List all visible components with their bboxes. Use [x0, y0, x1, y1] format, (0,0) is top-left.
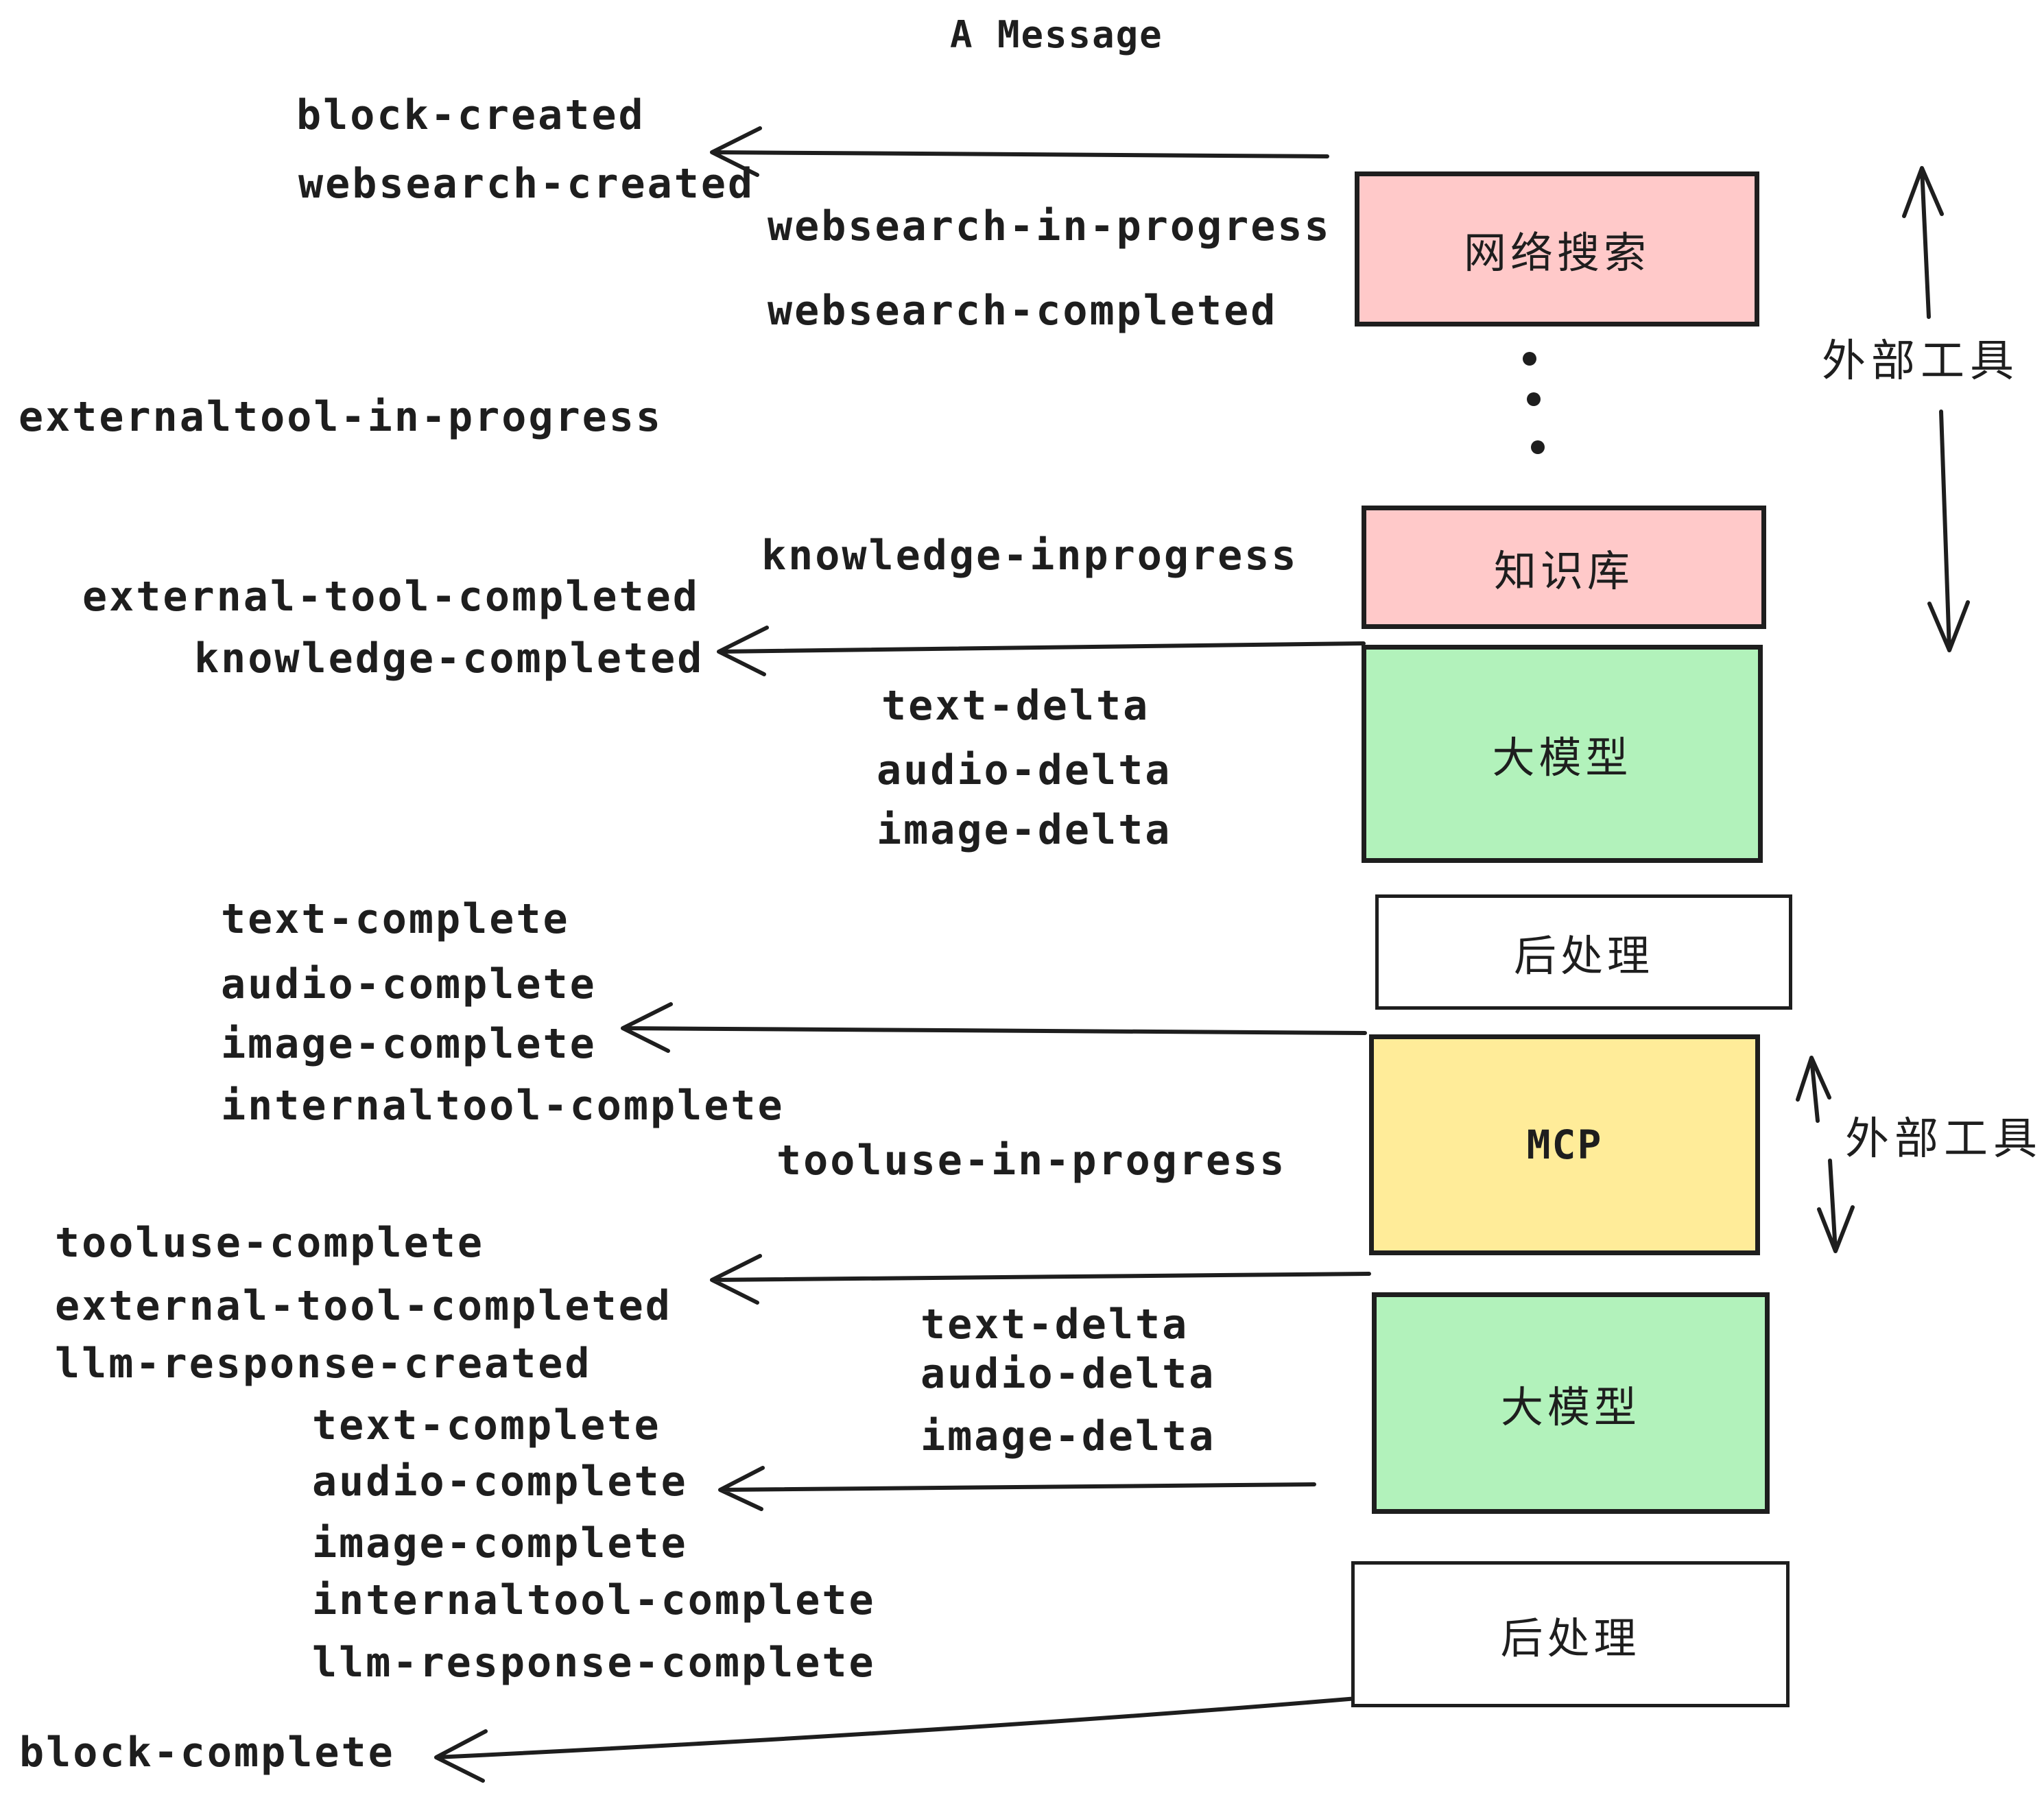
event-external-tool-completed: external-tool-completed — [82, 573, 700, 621]
event-audio-delta-2: audio-delta — [920, 1350, 1216, 1398]
box-post-1-label: 后处理 — [1513, 933, 1654, 980]
arrow-llm2-to-audio-complete — [718, 1466, 1316, 1511]
event-tooluse-complete: tooluse-complete — [55, 1219, 484, 1267]
box-post-2: 后处理 — [1351, 1561, 1790, 1707]
event-image-delta-2: image-delta — [920, 1412, 1216, 1460]
ellipsis-dot — [1527, 392, 1541, 406]
event-websearch-completed: websearch-completed — [768, 287, 1278, 335]
event-text-complete-2: text-complete — [312, 1401, 661, 1449]
event-block-created: block-created — [296, 91, 645, 139]
box-websearch-label: 网络搜索 — [1463, 230, 1650, 277]
box-knowledge-label: 知识库 — [1493, 548, 1634, 595]
event-audio-complete: audio-complete — [221, 960, 597, 1008]
event-block-complete: block-complete — [19, 1729, 395, 1777]
event-audio-complete-2: audio-complete — [312, 1458, 688, 1506]
diagram-title: A Message — [950, 13, 1163, 56]
box-websearch: 网络搜索 — [1355, 171, 1759, 327]
box-llm-2-label: 大模型 — [1500, 1384, 1641, 1432]
event-text-delta-2: text-delta — [920, 1301, 1189, 1349]
event-websearch-in-progress: websearch-in-progress — [768, 202, 1331, 250]
event-llm-response-created: llm-response-created — [55, 1340, 592, 1388]
event-text-complete: text-complete — [221, 895, 570, 943]
external-tools-annotation-1: 外部工具 — [1822, 336, 2019, 385]
event-external-tool-completed-2: external-tool-completed — [55, 1282, 672, 1330]
box-knowledge: 知识库 — [1362, 506, 1766, 629]
arrow-mcp-to-image-complete — [621, 1002, 1367, 1053]
arrow-post2-to-block-complete — [434, 1696, 1367, 1783]
arrow-llm2-to-external-tool-completed — [710, 1254, 1371, 1305]
event-tooluse-in-progress: tooluse-in-progress — [776, 1137, 1287, 1185]
event-internaltool-complete-2: internaltool-complete — [312, 1576, 876, 1624]
event-llm-response-complete: llm-response-complete — [312, 1639, 876, 1687]
event-knowledge-inprogress: knowledge-inprogress — [761, 532, 1298, 580]
arrow-websearch-to-block-created — [710, 126, 1329, 177]
box-mcp: MCP — [1369, 1034, 1760, 1255]
event-websearch-created: websearch-created — [298, 160, 755, 208]
box-llm-2: 大模型 — [1372, 1292, 1770, 1514]
external-tools2-down-arrow — [1817, 1159, 1855, 1253]
event-text-delta: text-delta — [881, 682, 1150, 730]
external-tools-annotation-2: 外部工具 — [1845, 1114, 2043, 1163]
event-image-complete-2: image-complete — [312, 1519, 688, 1567]
box-post-2-label: 后处理 — [1500, 1615, 1641, 1663]
ellipsis-dot — [1531, 440, 1545, 454]
external-tools-down-arrow — [1927, 410, 1970, 652]
event-image-delta: image-delta — [877, 806, 1172, 854]
box-mcp-label: MCP — [1526, 1121, 1603, 1168]
box-llm-1: 大模型 — [1362, 645, 1763, 863]
arrow-llm-to-knowledge-completed — [717, 626, 1366, 676]
event-audio-delta: audio-delta — [877, 746, 1172, 794]
event-image-complete: image-complete — [221, 1020, 597, 1068]
event-knowledge-completed: knowledge-completed — [194, 634, 704, 683]
event-internaltool-complete: internaltool-complete — [221, 1082, 785, 1130]
box-post-1: 后处理 — [1375, 894, 1792, 1010]
external-tools2-up-arrow — [1796, 1056, 1831, 1123]
event-externaltool-in-progress: externaltool-in-progress — [19, 393, 663, 441]
external-tools-up-arrow — [1902, 166, 1944, 319]
box-llm-1-label: 大模型 — [1492, 735, 1632, 782]
ellipsis-dot — [1523, 352, 1536, 366]
